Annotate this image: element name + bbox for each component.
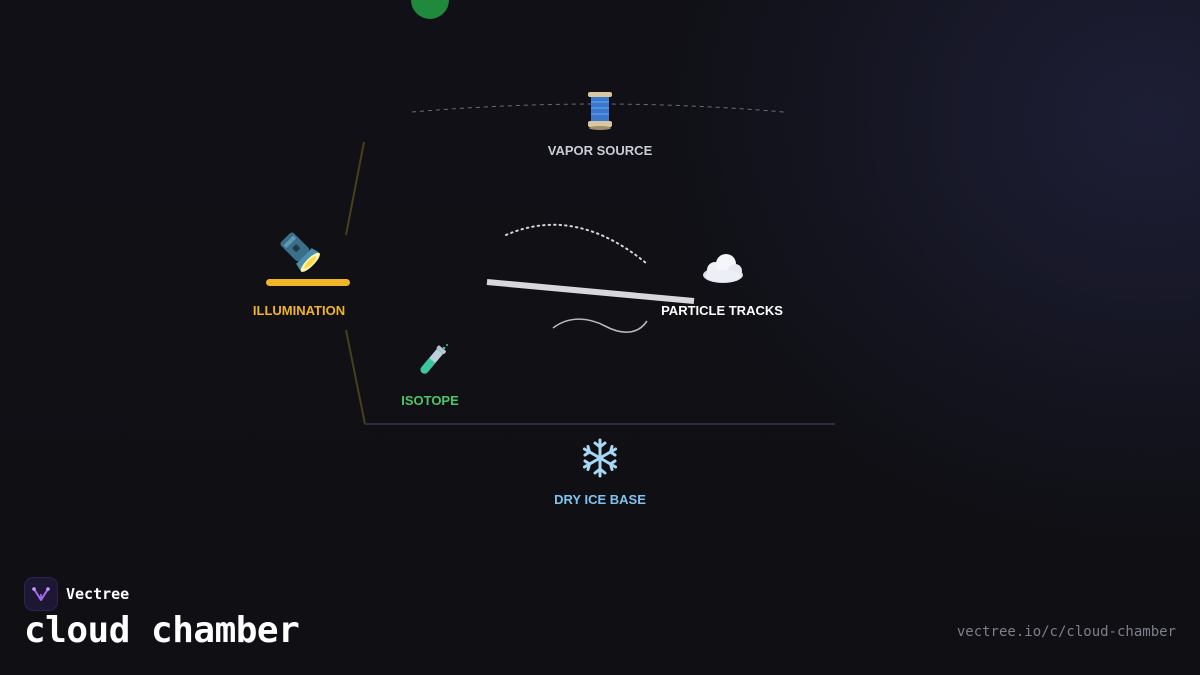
flashlight-icon: [276, 228, 322, 279]
isotope-label: ISOTOPE: [401, 393, 459, 408]
cloud-icon: [700, 250, 746, 291]
brand: Vectree: [24, 577, 129, 611]
brand-name: Vectree: [66, 585, 130, 603]
thread-spool-icon: [585, 90, 615, 130]
top-indicator-dot: [411, 0, 449, 19]
vapor-source-label: VAPOR SOURCE: [547, 143, 653, 158]
vectree-logo-icon: [24, 577, 58, 611]
particle-track-thick: [486, 279, 695, 304]
particle-track-wavy: [552, 318, 648, 333]
page-title: cloud chamber: [24, 610, 300, 651]
chamber-wall-upper: [345, 141, 365, 236]
dry-ice-base-label: DRY ICE BASE: [554, 492, 646, 507]
chamber-wall-lower: [345, 329, 366, 425]
particle-track-dotted: [505, 223, 647, 264]
illumination-label: ILLUMINATION: [252, 303, 346, 318]
page-url[interactable]: vectree.io/c/cloud-chamber: [956, 624, 1176, 640]
snowflake-icon: [579, 437, 621, 484]
illumination-beam: [266, 279, 350, 286]
particle-tracks-label: PARTICLE TRACKS: [661, 303, 783, 318]
test-tube-icon: [411, 342, 451, 387]
